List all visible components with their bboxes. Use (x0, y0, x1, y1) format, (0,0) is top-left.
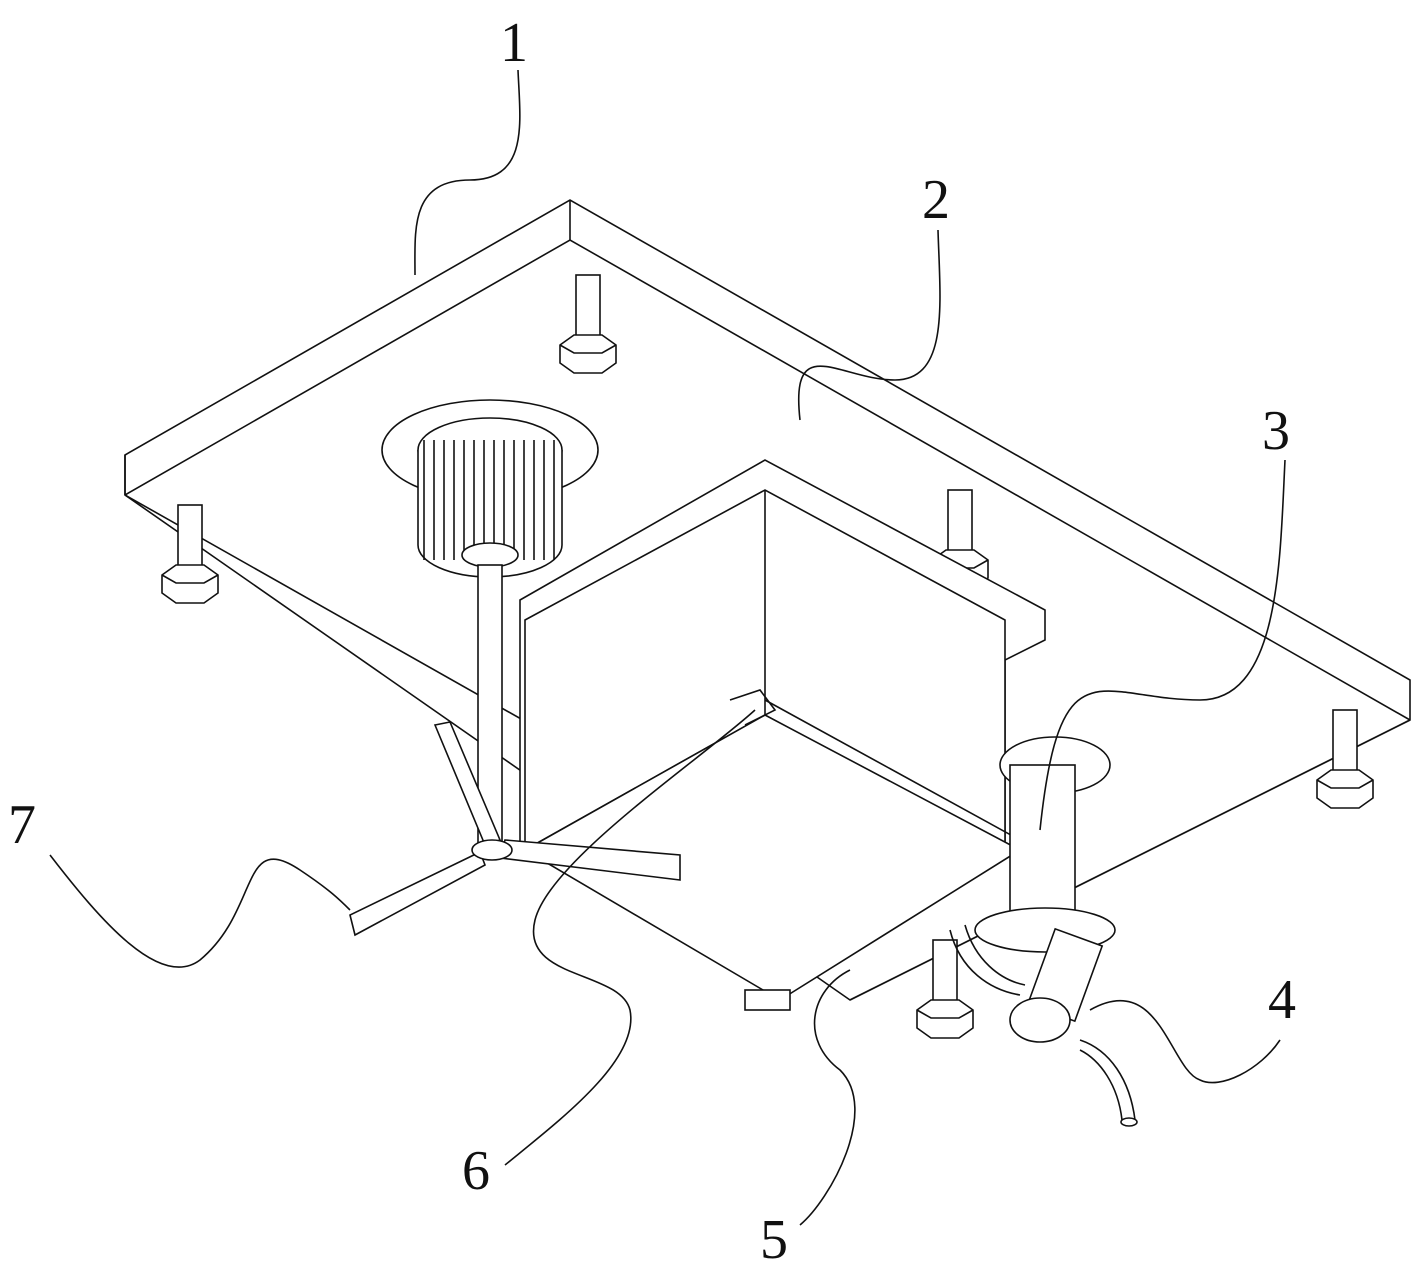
label-2: 2 (922, 172, 950, 228)
label-3: 3 (1262, 403, 1290, 459)
label-7: 7 (8, 797, 36, 853)
label-4: 4 (1268, 972, 1296, 1028)
label-5: 5 (760, 1212, 788, 1268)
label-6: 6 (462, 1143, 490, 1199)
label-1: 1 (500, 15, 528, 71)
